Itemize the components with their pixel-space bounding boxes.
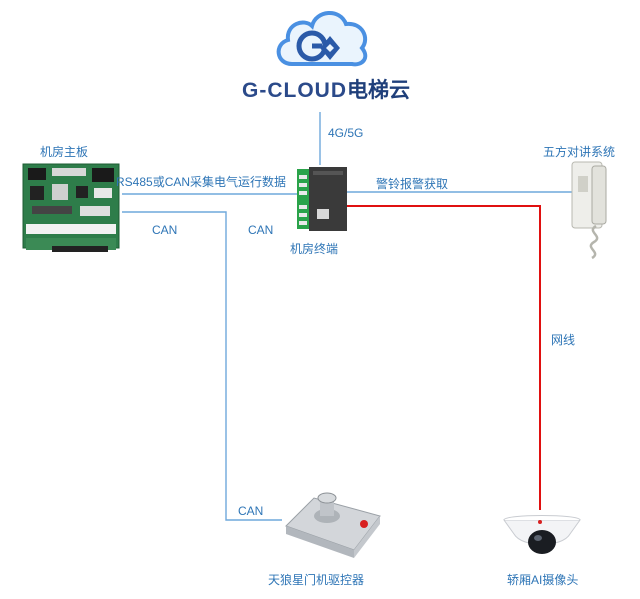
can-right-label: CAN xyxy=(248,223,274,237)
intercom-label: 五方对讲系统 xyxy=(543,145,616,159)
can-bus-line xyxy=(122,211,282,521)
rs485-label: RS485或CAN采集电气运行数据 xyxy=(116,175,287,189)
alarm-label: 警铃报警获取 xyxy=(376,177,449,191)
door-controller-label: 天狼星门机驱控器 xyxy=(268,573,365,587)
uplink-label: 4G/5G xyxy=(328,126,364,140)
dome-camera-icon xyxy=(503,515,581,554)
brand-chinese: 电梯云 xyxy=(347,79,410,102)
machine-board-label: 机房主板 xyxy=(40,145,89,159)
intercom-phone-icon xyxy=(571,161,607,260)
cloud-logo-icon xyxy=(276,11,368,67)
network-label: 网线 xyxy=(551,333,576,347)
can-left-label: CAN xyxy=(152,223,178,237)
door-controller-icon xyxy=(285,492,381,558)
terminal-device-icon xyxy=(297,167,347,231)
camera-label: 轿厢AI摄像头 xyxy=(507,573,579,587)
can-bottom-label: CAN xyxy=(238,504,264,518)
brand-name: G-CLOUD电梯云 xyxy=(242,74,410,104)
circuit-board-icon xyxy=(22,163,120,252)
network-cable-line xyxy=(345,205,541,510)
terminal-label: 机房终端 xyxy=(290,242,339,256)
brand-latin: G-CLOUD xyxy=(242,79,347,102)
